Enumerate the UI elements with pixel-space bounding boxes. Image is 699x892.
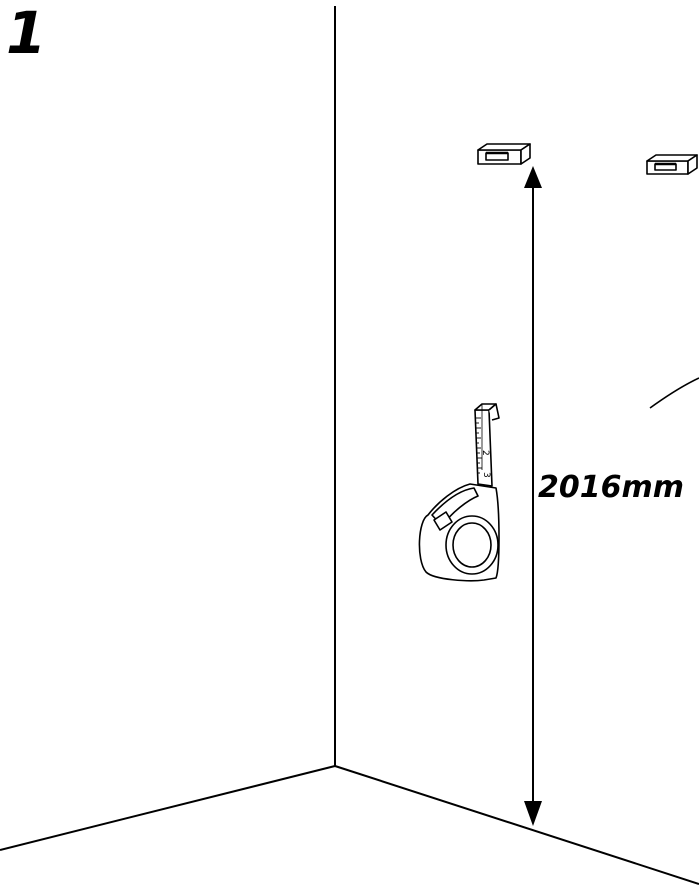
arrowhead-bottom	[524, 801, 542, 826]
tape-measure-icon	[418, 403, 500, 582]
wall-bracket-icon	[477, 143, 531, 165]
arrowhead-top	[524, 166, 542, 188]
dimension-label: 2016mm	[538, 470, 685, 505]
room-corner	[0, 6, 699, 885]
wall-bracket-icon	[646, 154, 698, 175]
detail-callout-curve	[649, 377, 699, 409]
floor-left-edge	[0, 765, 336, 851]
double-headed-arrow	[524, 166, 542, 826]
floor-right-edge	[334, 765, 699, 885]
step-number: 1	[6, 0, 47, 67]
